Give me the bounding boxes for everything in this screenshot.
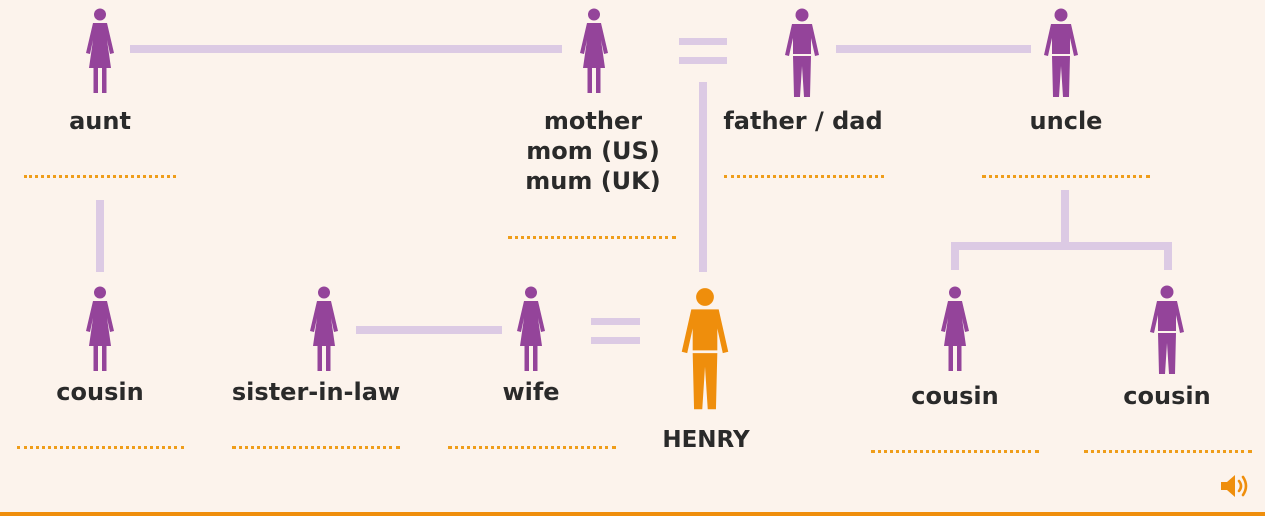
parents-henry-line <box>699 82 707 272</box>
father-label: father / dad <box>723 107 883 135</box>
mother-label-line-1: mother <box>543 107 643 135</box>
answer-blank-cousin-right-2[interactable] <box>1084 450 1252 453</box>
answer-blank-aunt[interactable] <box>24 175 176 178</box>
answer-blank-sister-in-law[interactable] <box>232 446 400 449</box>
answer-blank-wife[interactable] <box>448 446 616 449</box>
answer-blank-cousin-left[interactable] <box>17 446 184 449</box>
mother-label-line-3: mum (UK) <box>525 167 661 195</box>
parents-marriage-sign-top <box>679 38 727 45</box>
parents-marriage-sign-bottom <box>679 57 727 64</box>
henry-wife-marriage-sign-bottom <box>591 337 640 344</box>
uncle-label: uncle <box>1029 107 1103 135</box>
cousin-right-2-label: cousin <box>1123 382 1211 410</box>
aunt-figure-icon <box>83 8 117 94</box>
speaker-icon[interactable] <box>1219 472 1253 500</box>
henry-label: HENRY <box>662 427 750 453</box>
sister-in-law-wife-sibling-line <box>356 326 502 334</box>
aunt-label: aunt <box>69 107 131 135</box>
uncle-child-1-drop <box>951 242 959 270</box>
sister-in-law-figure-icon <box>307 286 341 372</box>
henry-wife-marriage-sign-top <box>591 318 640 325</box>
answer-blank-mother[interactable] <box>508 236 676 239</box>
mother-label: mother mom (US) mum (UK) <box>525 106 660 196</box>
sister-in-law-label: sister-in-law <box>231 378 401 406</box>
cousin-right-2-figure-icon <box>1148 284 1186 376</box>
aunt-cousin-line <box>96 200 104 272</box>
father-uncle-sibling-line <box>836 45 1031 53</box>
wife-figure-icon <box>514 286 548 372</box>
answer-blank-father[interactable] <box>724 175 884 178</box>
uncle-child-2-drop <box>1164 242 1172 270</box>
mother-label-line-2: mom (US) <box>526 137 660 165</box>
uncle-figure-icon <box>1042 8 1080 98</box>
wife-label: wife <box>502 378 560 406</box>
aunt-mother-sibling-line <box>130 45 562 53</box>
answer-blank-cousin-right-1[interactable] <box>871 450 1039 453</box>
bottom-accent-border <box>0 512 1265 516</box>
cousin-right-1-figure-icon <box>938 286 972 372</box>
cousin-left-figure-icon <box>83 286 117 372</box>
uncle-children-stem <box>1061 190 1069 246</box>
cousin-left-label: cousin <box>56 378 144 406</box>
uncle-children-bar <box>951 242 1172 250</box>
mother-figure-icon <box>577 8 611 94</box>
henry-figure-icon <box>679 286 731 412</box>
answer-blank-uncle[interactable] <box>982 175 1150 178</box>
father-figure-icon <box>783 8 821 98</box>
cousin-right-1-label: cousin <box>911 382 999 410</box>
